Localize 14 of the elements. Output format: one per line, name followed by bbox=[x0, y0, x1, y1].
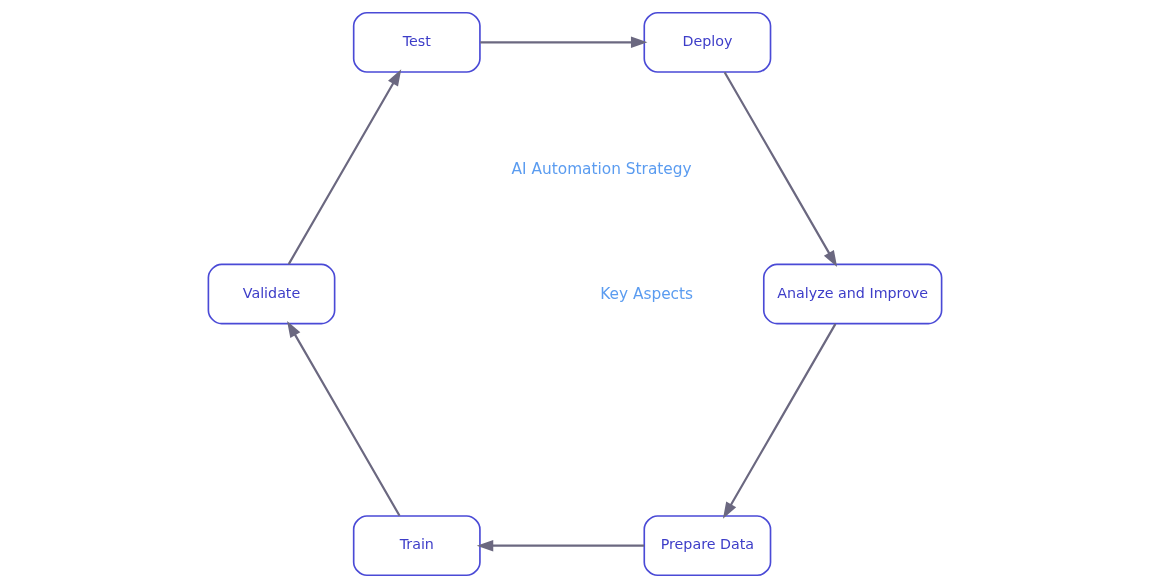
arrow bbox=[722, 323, 837, 519]
arrow bbox=[287, 320, 401, 517]
arrow bbox=[287, 69, 402, 265]
node-box: Validate bbox=[207, 263, 336, 325]
node-box: Prepare Data bbox=[643, 515, 772, 577]
arrow bbox=[723, 71, 838, 268]
arrow bbox=[476, 539, 644, 552]
label: AI Automation Strategy bbox=[511, 160, 692, 179]
node-box: Analyze and Improve bbox=[762, 263, 943, 325]
arrow bbox=[480, 36, 648, 49]
node-box: Train bbox=[352, 515, 481, 577]
label: Key Aspects bbox=[600, 285, 694, 304]
node-box: Test bbox=[352, 11, 481, 73]
node-box: Deploy bbox=[643, 11, 772, 73]
